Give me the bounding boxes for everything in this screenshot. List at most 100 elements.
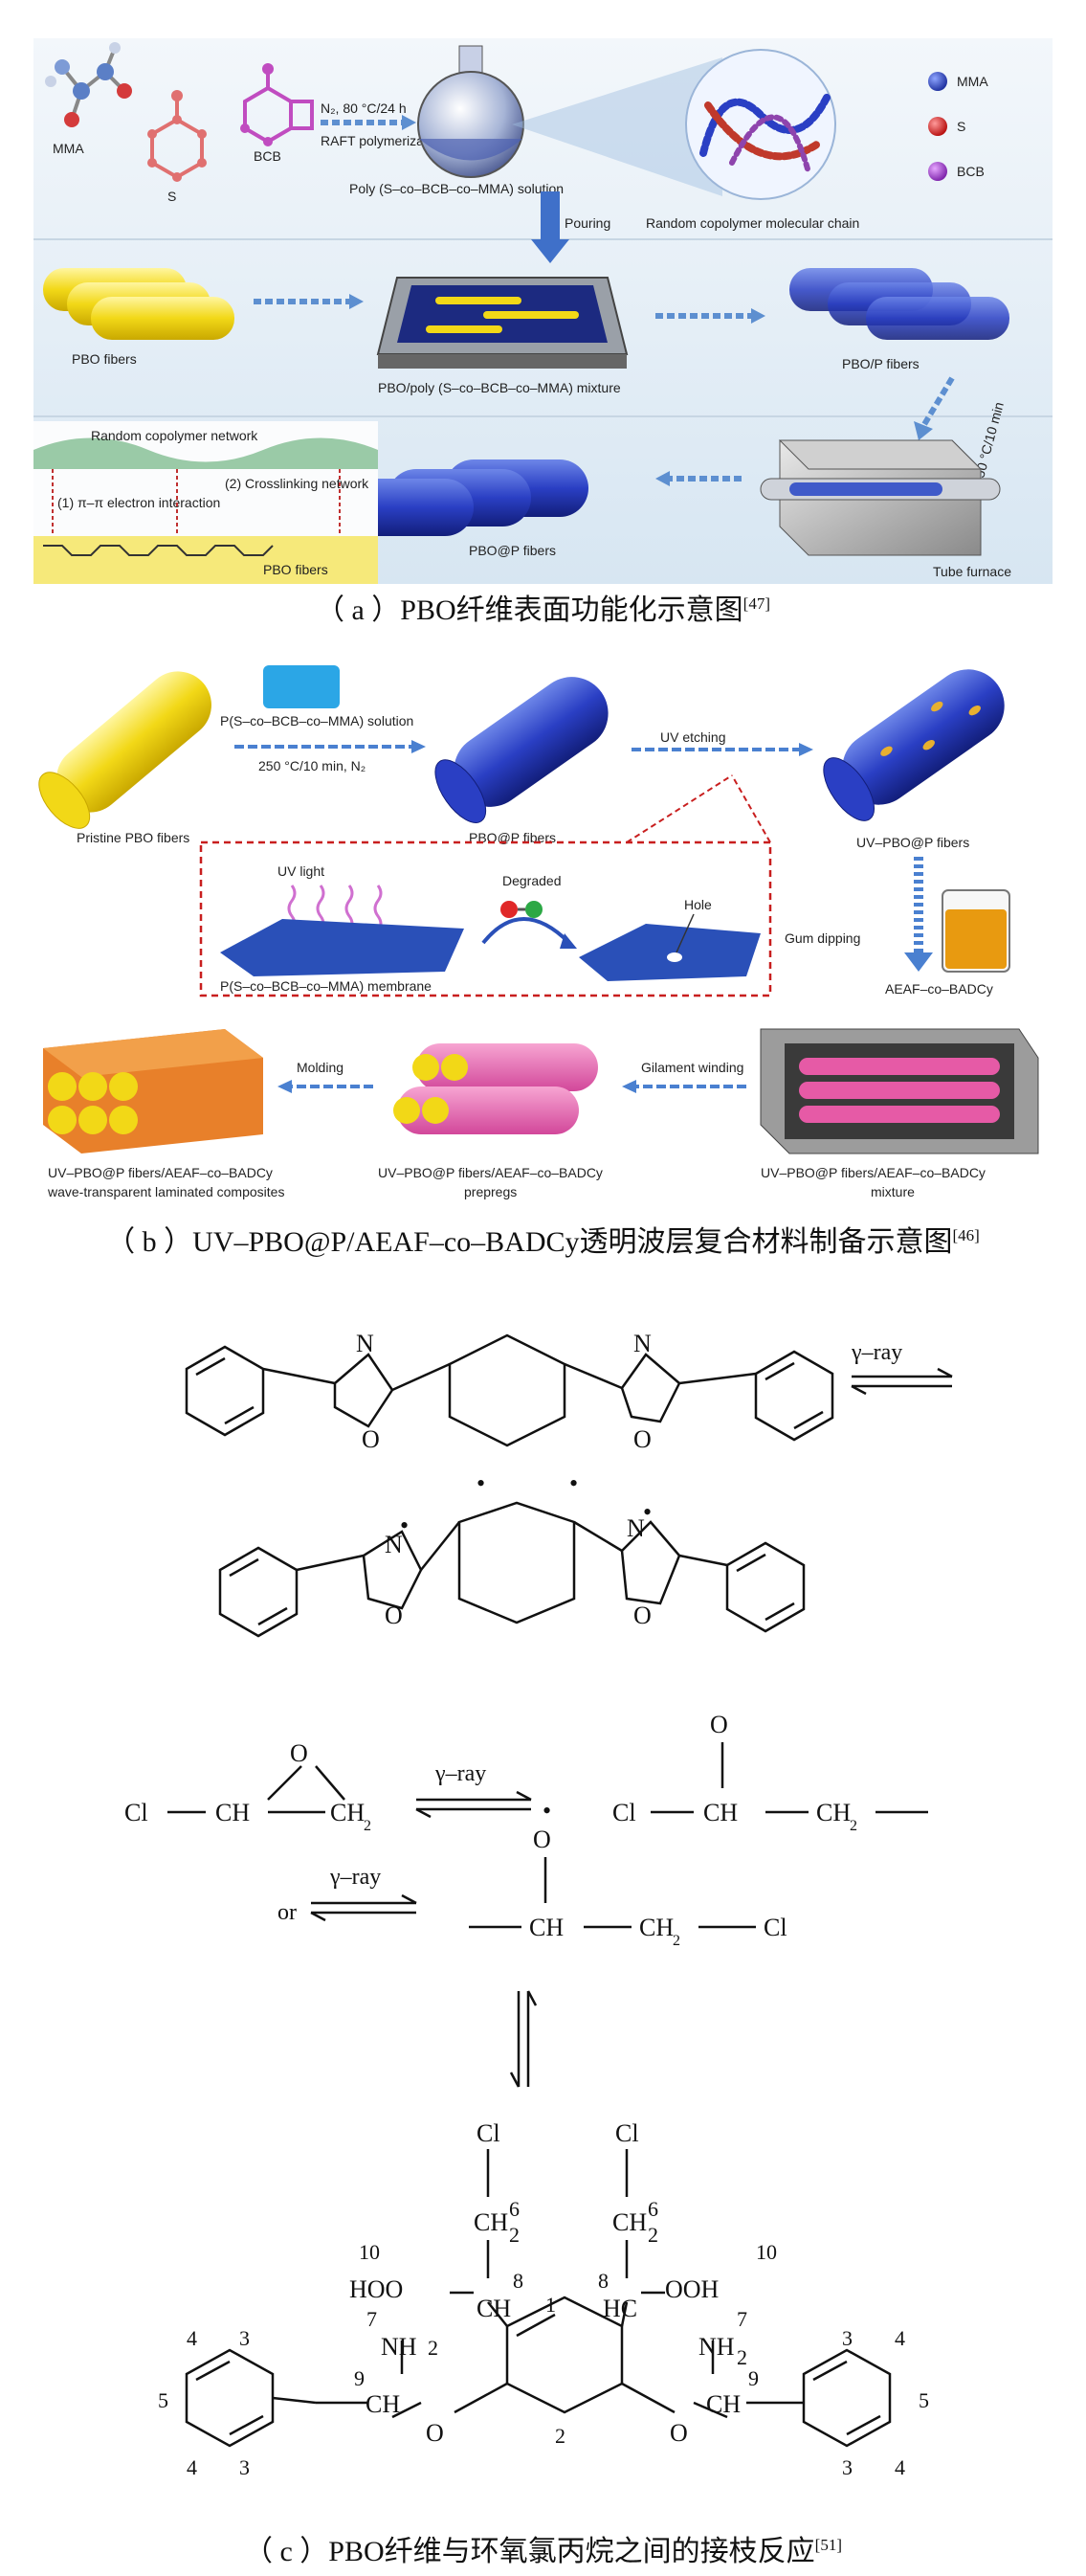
caption-a-text: （ a ）PBO纤维表面功能化示意图 (315, 594, 743, 626)
open-radical-structure-1 (651, 1742, 928, 1814)
pbo-fibers-icon (43, 268, 234, 340)
svg-text:OOH: OOH (665, 2275, 720, 2303)
legend: MMA S BCB (928, 72, 988, 181)
arrow-b3 (904, 857, 933, 972)
cond-b-label: 250 °C/10 min, N₂ (258, 758, 366, 773)
caption-a-ref: [47] (742, 594, 770, 613)
epichlorohydrin-structure (167, 1765, 345, 1814)
svg-text:Cl: Cl (612, 1799, 636, 1826)
svg-text:Cl: Cl (764, 1914, 787, 1941)
pboatp-label: PBO@P fibers (469, 543, 556, 558)
solution-b-label: P(S–co–BCB–co–MMA) solution (220, 713, 413, 728)
gamma-label-2: γ–ray (434, 1761, 486, 1786)
pouring-label: Pouring (565, 215, 610, 231)
svg-text:CH: CH (215, 1799, 250, 1826)
tube-furnace-icon (760, 439, 1001, 556)
svg-text:2: 2 (648, 2223, 658, 2247)
pre2-label: prepregs (464, 1184, 517, 1199)
mixture-label: PBO/poly (S–co–BCB–co–MMA) mixture (378, 380, 621, 395)
pristine-label: Pristine PBO fibers (77, 830, 189, 845)
etched-membrane-icon (579, 924, 761, 981)
svg-text:N: N (627, 1514, 645, 1542)
svg-text:NH: NH (698, 2333, 735, 2361)
svg-text:N: N (356, 1330, 374, 1357)
styrene-molecule-icon (147, 90, 207, 182)
reaction-arrow-a1 (321, 115, 416, 130)
svg-text:10: 10 (756, 2240, 777, 2264)
pre1-label: UV–PBO@P fibers/AEAF–co–BADCy (378, 1165, 603, 1180)
mma-label: MMA (53, 141, 84, 156)
svg-text:O: O (633, 1425, 652, 1453)
svg-text:7: 7 (366, 2307, 377, 2331)
svg-text:9: 9 (354, 2366, 365, 2390)
svg-text:N: N (385, 1531, 403, 1558)
svg-text:7: 7 (737, 2307, 747, 2331)
arrow-a3 (655, 308, 765, 324)
svg-text:O: O (633, 1602, 652, 1629)
svg-text:CH: CH (612, 2208, 647, 2236)
pbo-fibers-label: PBO fibers (72, 351, 137, 367)
gum-label: Gum dipping (785, 930, 860, 946)
svg-text:2: 2 (428, 2336, 438, 2360)
beaker-icon (942, 889, 1010, 973)
svg-text:N: N (633, 1330, 652, 1357)
bcb-label: BCB (254, 148, 281, 164)
caption-b-text: （ b ）UV–PBO@P/AEAF–co–BADCy透明波层复合材料制备示意图 (106, 1226, 953, 1258)
svg-text:2: 2 (364, 1818, 371, 1834)
gamma-label-1: γ–ray (851, 1340, 902, 1365)
pristine-fiber-icon (38, 671, 211, 829)
caption-c-ref: [51] (814, 2536, 842, 2554)
prepregs-icon (393, 1043, 598, 1134)
svg-text:CH: CH (330, 1799, 365, 1826)
laminate-icon (43, 1029, 263, 1154)
radical-pbo-structure (218, 1501, 806, 1638)
solution-label: Poly (S–co–BCB–co–MMA) solution (349, 181, 564, 196)
panel-a-schematic: MMA S BCB N₂, 80 °C/24 h RAFT polymeriza… (33, 38, 1053, 584)
svg-text:8: 8 (513, 2269, 523, 2293)
mma-molecule-icon (45, 42, 132, 127)
svg-text:Cl: Cl (477, 2119, 500, 2147)
pbop-label: PBO/P fibers (842, 356, 920, 371)
pbo-structure (185, 1333, 834, 1447)
crosslinking-label: (2) Crosslinking network (225, 476, 369, 491)
copolymer-chain-icon (685, 49, 836, 200)
pbo-surface-icon (33, 469, 378, 584)
lam2-label: wave-transparent laminated composites (47, 1184, 284, 1199)
open-radical-structure-2 (469, 1857, 756, 1929)
solution-bath-icon (263, 665, 340, 708)
svg-text:4: 4 (187, 2455, 197, 2479)
svg-text:2: 2 (673, 1933, 680, 1949)
svg-text:Cl: Cl (615, 2119, 639, 2147)
svg-text:4: 4 (895, 2326, 905, 2350)
svg-text:Cl: Cl (124, 1799, 148, 1826)
svg-text:CH: CH (816, 1799, 851, 1826)
flask-icon (417, 45, 524, 178)
bcb-molecule-icon (240, 63, 314, 146)
gamma-label-3: γ–ray (329, 1865, 381, 1890)
network-label: Random copolymer network (91, 428, 258, 443)
gilament-label: Gilament winding (641, 1060, 743, 1075)
arrow-b1 (234, 740, 426, 753)
uvpbo-label: UV–PBO@P fibers (856, 835, 969, 850)
svg-text:O: O (710, 1711, 728, 1738)
s-label: S (167, 189, 176, 204)
svg-text:6: 6 (648, 2197, 658, 2221)
svg-text:CH: CH (366, 2390, 400, 2418)
svg-text:10: 10 (359, 2240, 380, 2264)
arrow-b4 (622, 1080, 746, 1093)
svg-text:O: O (290, 1739, 308, 1767)
arrow-b2 (632, 743, 813, 756)
hole-label: Hole (684, 897, 712, 912)
legend-mma: MMA (957, 74, 988, 89)
uv-etch-label: UV etching (660, 729, 725, 745)
caption-b: （ b ）UV–PBO@P/AEAF–co–BADCy透明波层复合材料制备示意图… (0, 1218, 1086, 1260)
pbo-fibers2-label: PBO fibers (263, 562, 328, 577)
degraded-fragment-icon (500, 901, 543, 918)
svg-text:2: 2 (850, 1818, 857, 1834)
winding-machine-icon (760, 1028, 1039, 1154)
svg-text:3: 3 (842, 2326, 853, 2350)
legend-bcb: BCB (957, 164, 985, 179)
svg-text:CH: CH (703, 1799, 738, 1826)
interaction-label: (1) π–π electron interaction (57, 495, 220, 510)
